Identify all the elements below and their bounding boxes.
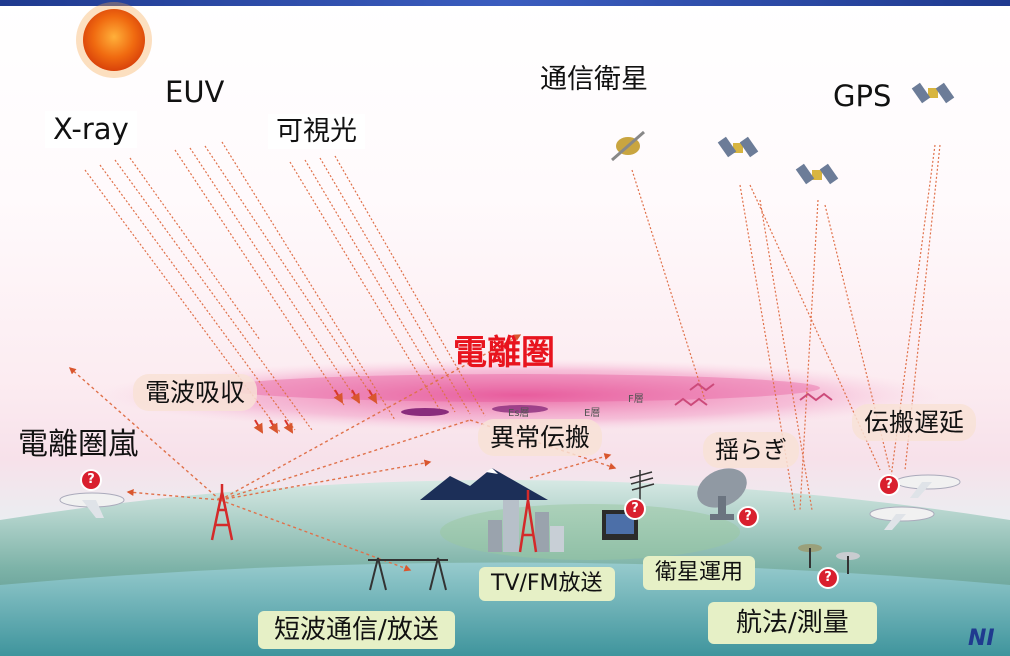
es-layer-patches <box>401 405 548 416</box>
ionosphere-label: 電離圏 <box>453 333 555 373</box>
scintillation-wiggles <box>674 382 833 407</box>
absorption-arrows <box>253 389 378 434</box>
alert-icon: ? <box>819 569 837 587</box>
nict-logo: NI <box>968 626 995 651</box>
alert-icon: ? <box>880 476 898 494</box>
alert-icon: ? <box>739 508 757 526</box>
euv-label: EUV <box>165 75 225 109</box>
city-buildings <box>488 500 564 552</box>
comm-satellite-label: 通信衛星 <box>540 64 648 95</box>
pylon-icon <box>368 557 448 591</box>
f-layer-label: F層 <box>628 394 644 405</box>
tv-antenna-icon <box>629 470 655 505</box>
navigation-label: 航法/測量 <box>708 602 877 644</box>
gps-satellite-1-icon <box>717 136 759 158</box>
tv-fm-label: TV/FM放送 <box>479 567 615 601</box>
tower-city-icon <box>518 490 538 553</box>
ionospheric-storm-label: 電離圏嵐 <box>18 427 138 462</box>
comm-satellite-icon <box>611 130 645 162</box>
gps-satellite-icon <box>911 82 955 104</box>
scintillation-label: 揺らぎ <box>703 432 799 468</box>
tower-left-icon <box>210 484 234 541</box>
sun-icon <box>76 2 152 78</box>
e-layer-label: E層 <box>584 408 601 419</box>
satellite-dish-icon <box>697 468 747 520</box>
navigation-receiver-icon <box>798 544 860 574</box>
xray-label: X-ray <box>45 111 137 148</box>
es-layer-label: Es層 <box>508 408 530 419</box>
airplane-right-bottom-icon <box>869 506 935 530</box>
anomalous-propagation-label: 異常伝搬 <box>478 419 603 456</box>
mountain-icon <box>420 468 548 500</box>
satellite-ops-label: 衛星運用 <box>643 556 756 590</box>
gps-satellite-2-icon <box>795 163 839 185</box>
alert-icon: ? <box>626 500 644 518</box>
alert-icon: ? <box>82 471 100 489</box>
shortwave-label: 短波通信/放送 <box>258 611 455 649</box>
mountain-snow <box>486 468 498 474</box>
airplane-left-icon <box>59 492 125 518</box>
propagation-delay-label: 伝搬遅延 <box>852 404 977 441</box>
airplane-right-top-icon <box>895 474 961 498</box>
top-bar <box>0 0 1010 6</box>
gps-label: GPS <box>833 79 892 113</box>
visible-light-label: 可視光 <box>268 114 365 149</box>
radio-absorption-label: 電波吸収 <box>133 374 258 411</box>
